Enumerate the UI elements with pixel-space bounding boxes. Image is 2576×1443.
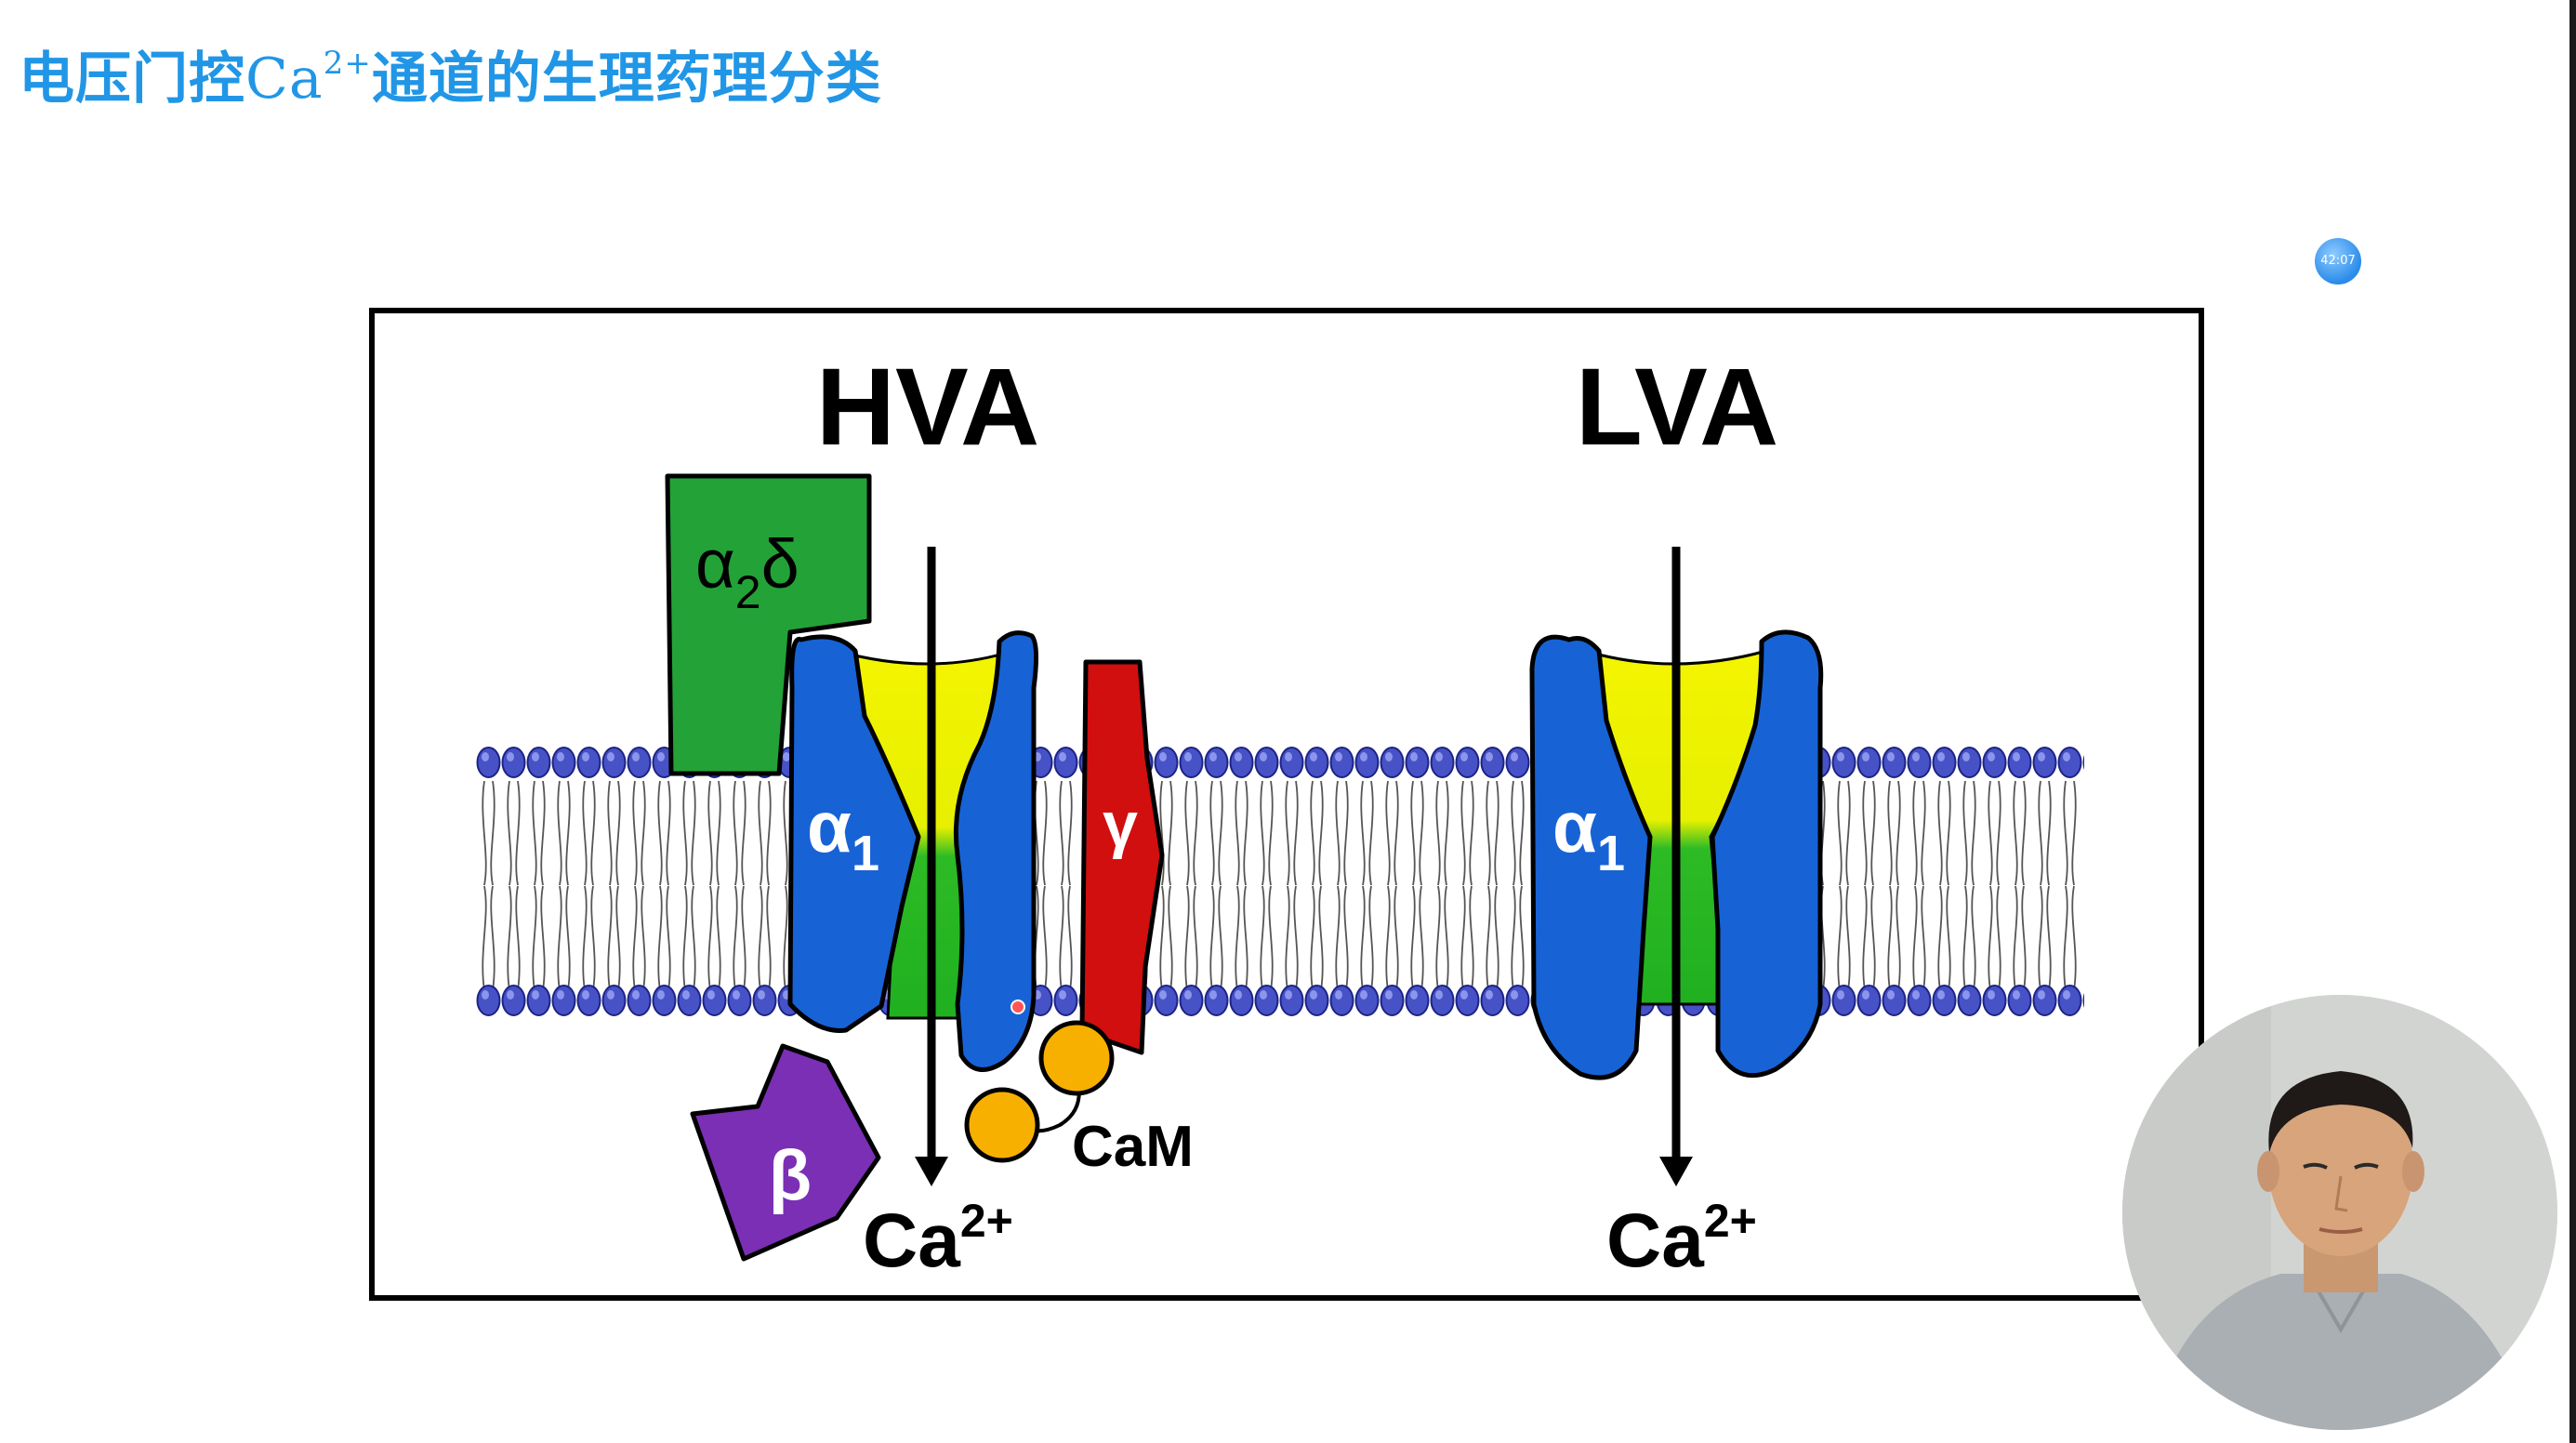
lva-alpha1-right-domain (1710, 629, 1824, 1079)
hva-alpha1-right-domain (953, 630, 1039, 1072)
lva-alpha1-label: α1 (1552, 786, 1625, 881)
recording-timer-badge[interactable]: 42:07 (2315, 238, 2361, 285)
lva-label: LVA (1576, 346, 1778, 469)
beta-label: β (769, 1136, 812, 1215)
slide-title: 电压门控Ca2+通道的生理药理分类 (19, 45, 882, 112)
lva-channel: α1 Ca2+ LVA (1529, 346, 1824, 1283)
presenter-webcam-overlay[interactable] (2122, 995, 2557, 1430)
alpha2delta-subunit (665, 473, 872, 776)
cam-label: CaM (1072, 1115, 1194, 1179)
hva-channel: α2δ α1 γ CaM β Ca2+ HVA (665, 346, 1194, 1283)
hva-alpha1-label: α1 (807, 786, 879, 881)
lipid-bilayer (476, 746, 2084, 1021)
gamma-label: γ (1103, 789, 1138, 860)
alpha2delta-label: α2δ (695, 525, 799, 618)
lva-alpha1-left-domain (1529, 634, 1653, 1080)
beta-subunit (690, 1043, 881, 1262)
presenter-video (2122, 995, 2557, 1430)
screen-right-edge (2569, 0, 2576, 1443)
hva-ca-label: Ca2+ (863, 1195, 1013, 1283)
calmodulin (964, 1020, 1115, 1163)
hva-alpha1-left-domain (787, 634, 921, 1033)
hva-label: HVA (816, 346, 1039, 469)
lva-ca-label: Ca2+ (1606, 1195, 1757, 1283)
pointer-dot (1011, 1000, 1025, 1014)
